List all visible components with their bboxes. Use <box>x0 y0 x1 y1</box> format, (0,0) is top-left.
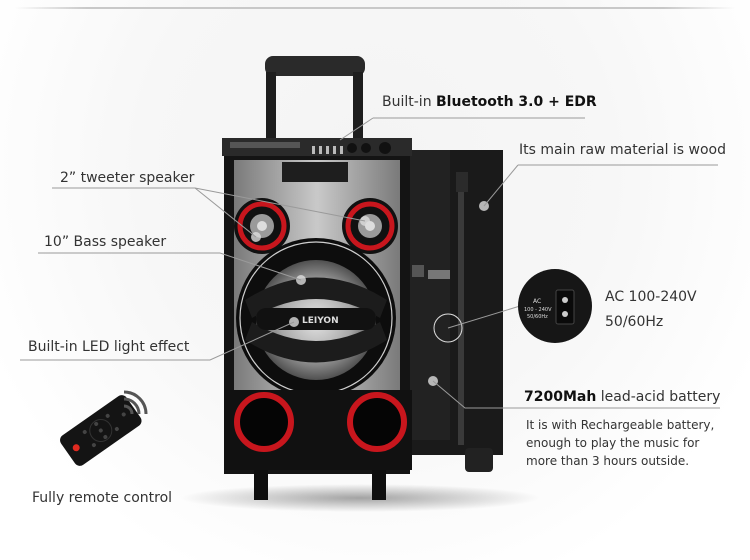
leader-lines <box>20 117 720 409</box>
wireless-signal-icon <box>123 390 148 415</box>
svg-text:50/60Hz: 50/60Hz <box>527 314 548 320</box>
trolley-handle-icon <box>265 56 365 144</box>
remote-label: Fully remote control <box>32 490 173 506</box>
battery-description: It is with Rechargeable battery, enough … <box>526 418 715 468</box>
tweeter-label: 2” tweeter speaker <box>60 170 195 186</box>
top-divider <box>15 7 735 9</box>
floor-shadow <box>180 484 540 512</box>
power-voltage-label: AC 100-240V <box>605 289 697 305</box>
side-cabinet <box>405 150 503 472</box>
led-label: Built-in LED light effect <box>28 339 190 355</box>
ac-inlet-inset: AC 100 - 240V 50/60Hz <box>518 269 592 343</box>
battery-label: 7200Mah lead-acid battery <box>524 389 721 405</box>
bluetooth-label: Built-in Bluetooth 3.0 + EDR <box>382 94 597 110</box>
remote-control-icon <box>60 395 142 466</box>
material-label: Its main raw material is wood <box>519 142 727 158</box>
front-cabinet: LEIYON <box>222 138 412 500</box>
power-frequency-label: 50/60Hz <box>605 314 664 330</box>
svg-text:LEIYON: LEIYON <box>302 316 339 326</box>
svg-text:100 - 240V: 100 - 240V <box>524 307 552 313</box>
bass-label: 10” Bass speaker <box>44 234 167 250</box>
svg-text:AC: AC <box>533 298 541 305</box>
